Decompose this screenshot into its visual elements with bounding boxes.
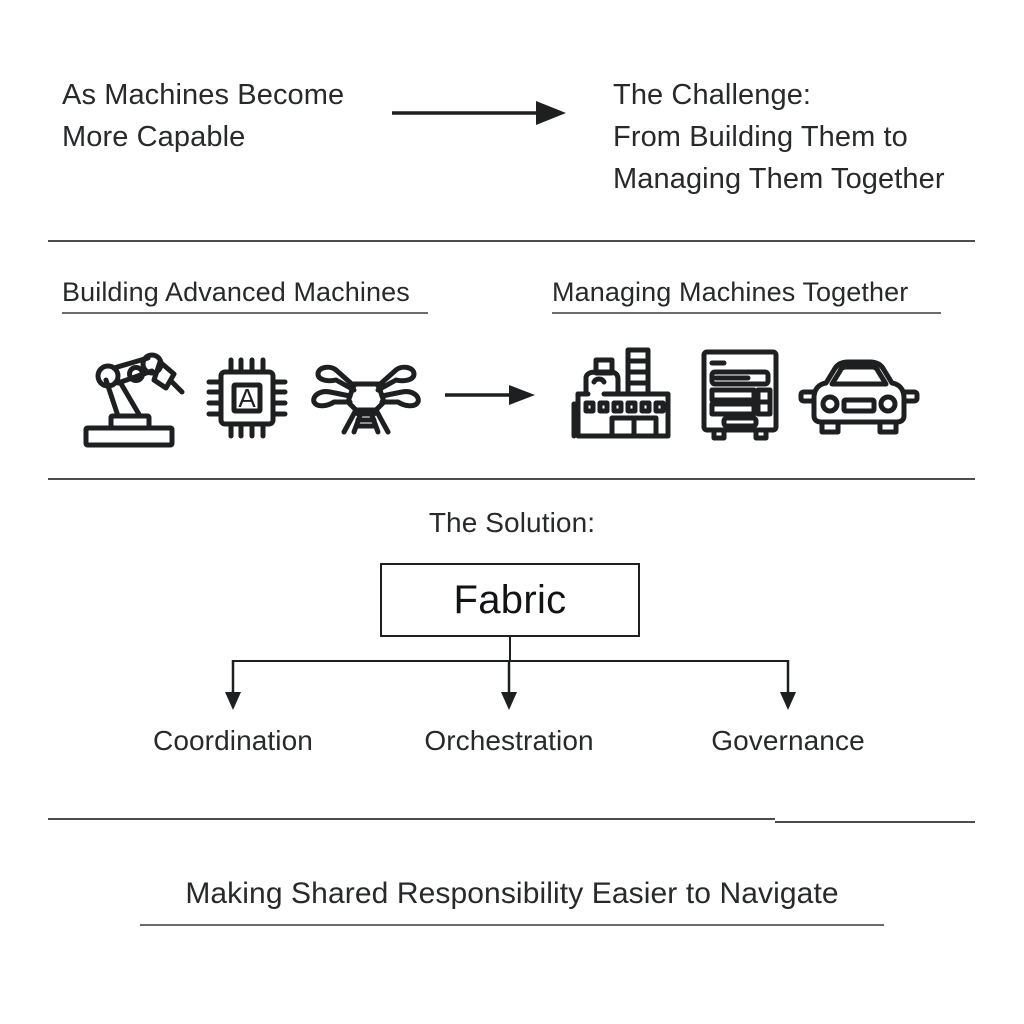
middle-arrow-icon: [443, 382, 539, 408]
footer-underline: [140, 924, 884, 926]
connector-stem: [509, 637, 511, 662]
branch-label-coordination: Coordination: [153, 725, 313, 756]
branch-arrow-coordination: [224, 660, 242, 712]
divider-middle: [48, 478, 975, 480]
connector-bar: [232, 660, 789, 662]
solution-label: The Solution:: [428, 507, 596, 538]
branch-arrow-orchestration: [500, 660, 518, 712]
heading-left-underline: [62, 312, 428, 314]
robot-arm-icon: [78, 352, 188, 448]
header-left-text: As Machines Become More Capable: [62, 79, 345, 153]
branch-arrow-governance: [779, 660, 797, 712]
car-icon: [798, 358, 920, 436]
heading-building-advanced-machines: Building Advanced Machines: [62, 277, 410, 307]
drone-icon: [310, 358, 422, 438]
header-right-text: The Challenge: From Building Them to Man…: [613, 79, 945, 195]
footer-text: Making Shared Responsibility Easier to N…: [185, 877, 839, 910]
heading-right-underline: [552, 312, 941, 314]
cpu-chip-letter: A: [238, 383, 256, 413]
fabric-box-label: Fabric: [453, 577, 567, 622]
header-arrow-icon: [390, 96, 570, 130]
heading-managing-machines-together: Managing Machines Together: [552, 277, 909, 307]
cpu-chip-icon: A: [205, 355, 289, 441]
server-rack-icon: [698, 348, 782, 442]
factory-icon: [571, 347, 676, 442]
branch-label-governance: Governance: [711, 725, 865, 756]
divider-top: [48, 240, 975, 242]
divider-bottom-left: [48, 818, 775, 820]
fabric-box[interactable]: Fabric: [380, 563, 640, 637]
divider-bottom-right: [775, 821, 975, 823]
branch-label-orchestration: Orchestration: [424, 725, 594, 756]
